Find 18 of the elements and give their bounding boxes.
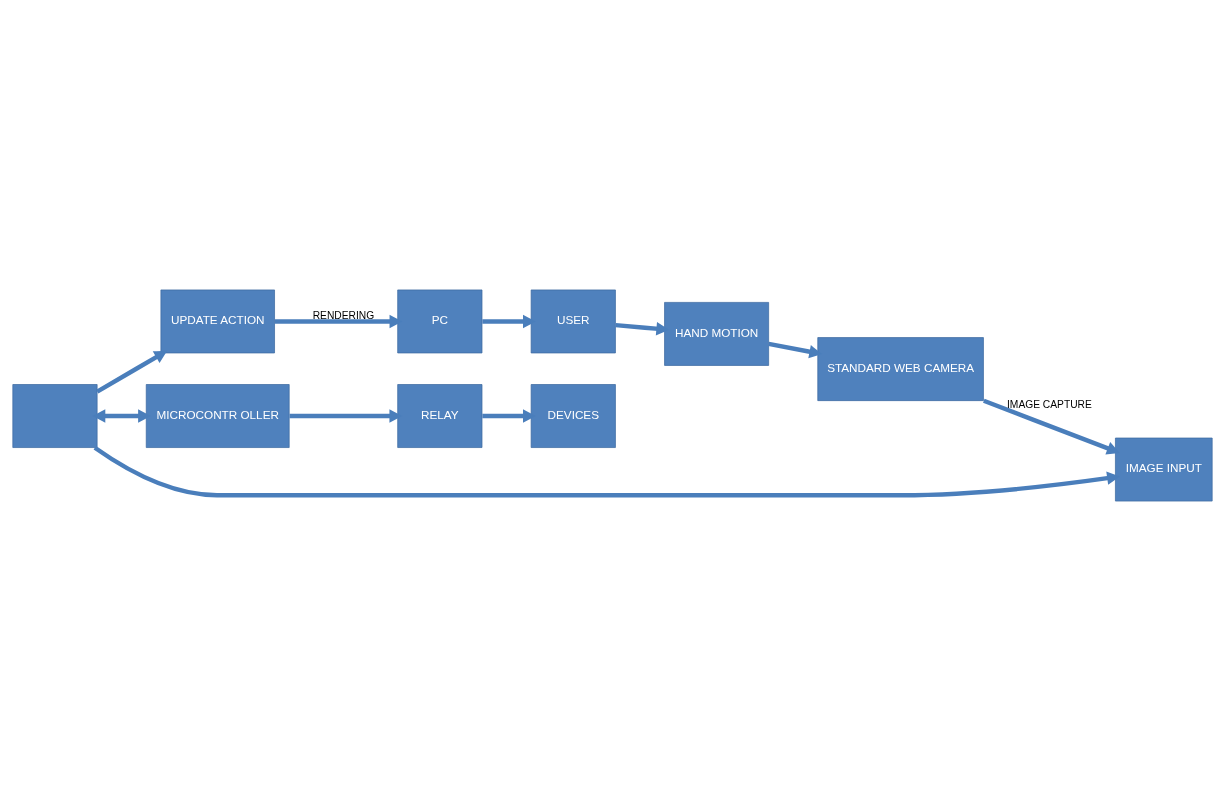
edge-label: RENDERING [312, 309, 375, 321]
node-box: RELAY [397, 383, 483, 448]
node-box: MICROCONTR OLLER [145, 383, 290, 448]
arrow [96, 350, 168, 394]
arrow [615, 321, 670, 335]
node-box: DEVICES [530, 383, 616, 448]
arrow [983, 398, 1120, 455]
node-box: USER [530, 289, 616, 353]
node-box: IMAGE INPUT [1115, 437, 1213, 501]
arrow [768, 341, 823, 358]
node-box [12, 383, 98, 448]
arrow [93, 445, 1120, 497]
arrow [482, 314, 536, 328]
node-box: STANDARD WEB CAMERA [817, 336, 984, 401]
node-box: UPDATE ACTION [160, 289, 275, 353]
node-box: HAND MOTION [664, 301, 769, 366]
edge-label: IMAGE CAPTURE [1007, 398, 1092, 410]
node-box: PC [397, 289, 483, 353]
